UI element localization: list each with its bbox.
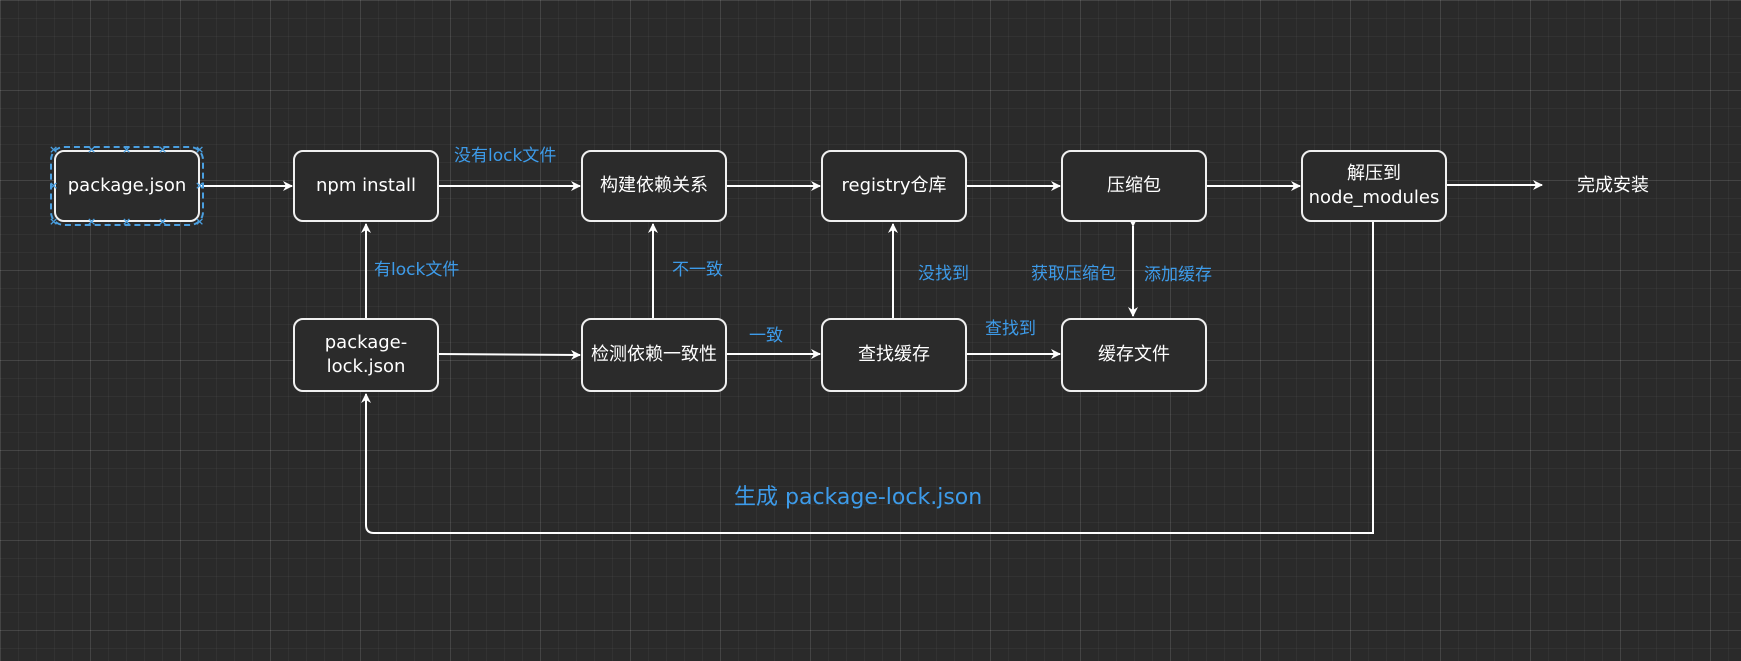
selection-handle-icon[interactable]: × (49, 179, 59, 192)
node-check-consistency[interactable]: 检测依赖一致性 (581, 318, 727, 392)
edge-label-generate-lock[interactable]: 生成 package-lock.json (734, 485, 983, 510)
node-registry[interactable]: registry仓库 (821, 150, 967, 222)
node-package-lock-label: package- lock.json (324, 332, 408, 377)
selection-handle-icon[interactable]: × (158, 143, 168, 156)
node-package-json[interactable]: package.json (50, 146, 204, 226)
selection-handle-icon[interactable]: × (195, 179, 205, 192)
selection-handle-icon[interactable]: × (122, 215, 132, 228)
edge-label-inconsistent[interactable]: 不一致 (672, 260, 723, 280)
node-cache-file[interactable]: 缓存文件 (1061, 318, 1207, 392)
node-registry-label: registry仓库 (841, 175, 947, 196)
node-tarball[interactable]: 压缩包 (1061, 150, 1207, 222)
node-npm-install[interactable]: npm install (293, 150, 439, 222)
node-check-consistency-label: 检测依赖一致性 (591, 344, 717, 365)
node-cache-file-label: 缓存文件 (1098, 344, 1170, 365)
edge-label-has-lock[interactable]: 有lock文件 (374, 260, 460, 280)
node-package-lock[interactable]: package- lock.json (293, 318, 439, 392)
selection-handle-icon[interactable]: × (195, 215, 205, 228)
node-done-label: 完成安装 (1577, 175, 1649, 196)
node-extract[interactable]: 解压到 node_modules (1301, 150, 1447, 222)
edge-label-get-tarball[interactable]: 获取压缩包 (1031, 264, 1116, 284)
selection-handle-icon[interactable]: × (49, 143, 59, 156)
selection-handle-icon[interactable]: × (87, 215, 97, 228)
edge-label-consistent[interactable]: 一致 (749, 326, 783, 346)
node-build-deps[interactable]: 构建依赖关系 (581, 150, 727, 222)
node-build-deps-label: 构建依赖关系 (600, 175, 708, 196)
node-find-cache-label: 查找缓存 (858, 344, 930, 365)
node-tarball-label: 压缩包 (1107, 175, 1161, 196)
selection-handle-icon[interactable]: × (122, 143, 132, 156)
node-npm-install-label: npm install (316, 175, 416, 196)
edge-package-lock-to-check[interactable] (437, 349, 581, 360)
edge-extract-to-package-lock[interactable] (361, 222, 1374, 534)
node-done[interactable]: 完成安装 (1540, 174, 1686, 198)
selection-handle-icon[interactable]: × (87, 143, 97, 156)
node-package-json-label: package.json (67, 175, 187, 196)
edge-label-not-found[interactable]: 没找到 (918, 264, 969, 284)
selection-handle-icon[interactable]: × (49, 215, 59, 228)
selection-handle-icon[interactable]: × (158, 215, 168, 228)
edge-label-found[interactable]: 查找到 (985, 319, 1036, 339)
edge-label-add-cache[interactable]: 添加缓存 (1144, 265, 1212, 285)
node-extract-label: 解压到 node_modules (1308, 163, 1440, 208)
node-find-cache[interactable]: 查找缓存 (821, 318, 967, 392)
edge-label-no-lock[interactable]: 没有lock文件 (454, 146, 557, 166)
selection-handle-icon[interactable]: × (195, 143, 205, 156)
